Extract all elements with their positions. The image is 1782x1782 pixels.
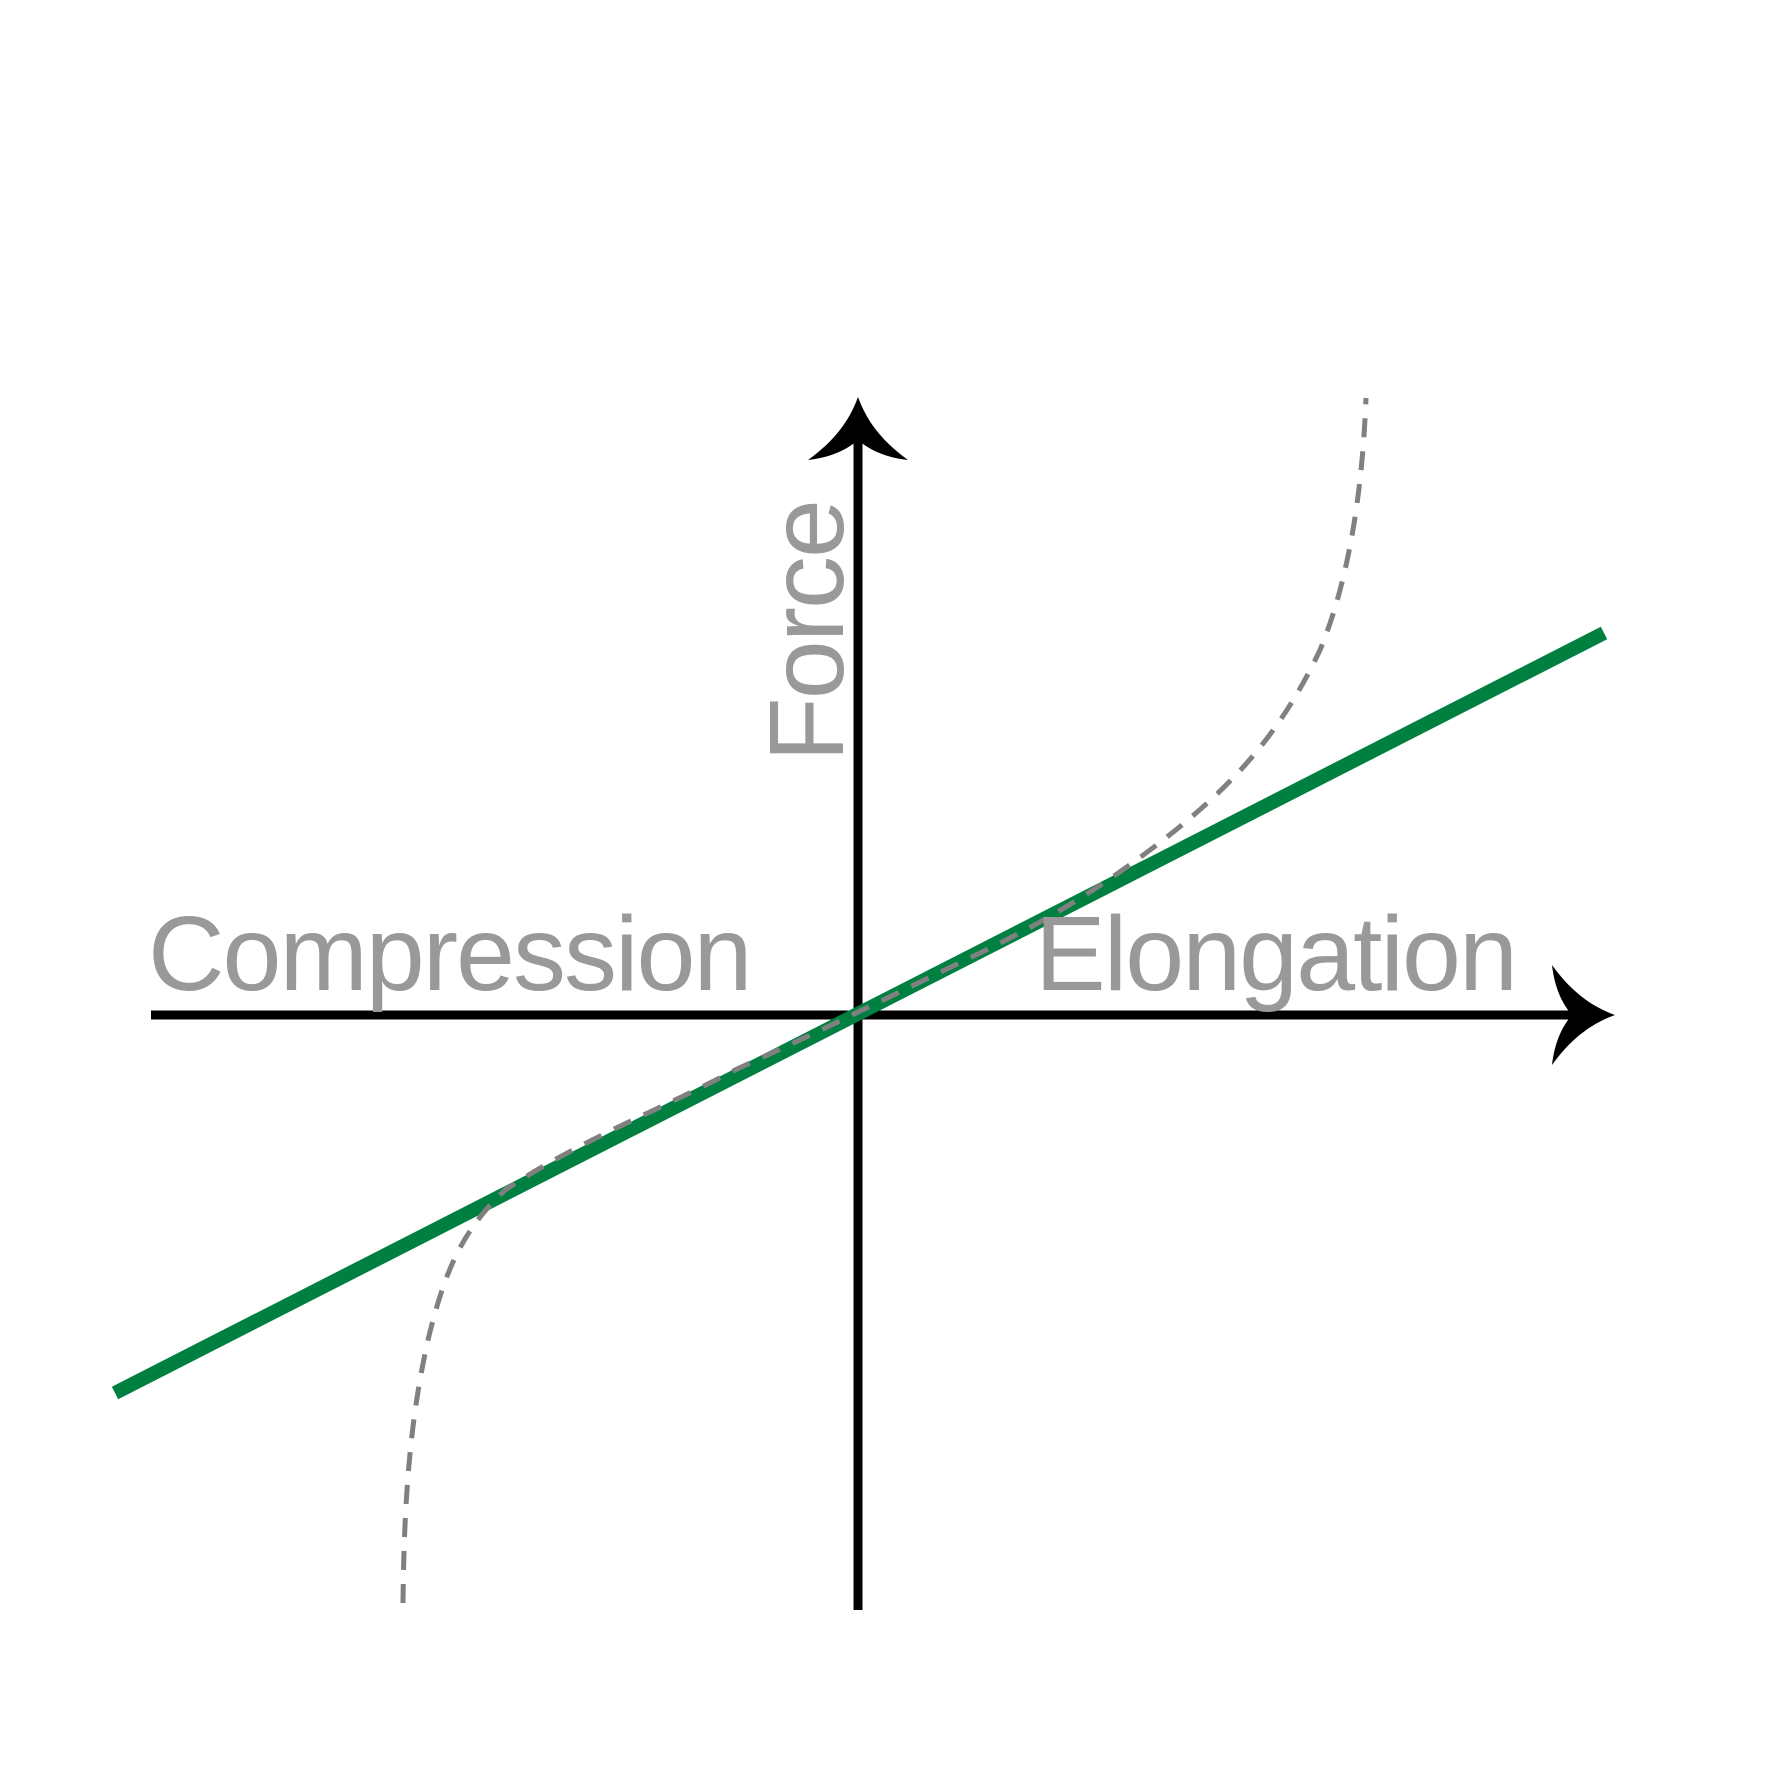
y-axis-arrowhead [808, 397, 908, 460]
x-axis-arrowhead [1552, 965, 1615, 1065]
force-label: Force [748, 501, 866, 762]
nonlinear-curve [400, 397, 1369, 1604]
compression-label: Compression [148, 895, 750, 1013]
elongation-label: Elongation [1035, 895, 1516, 1013]
